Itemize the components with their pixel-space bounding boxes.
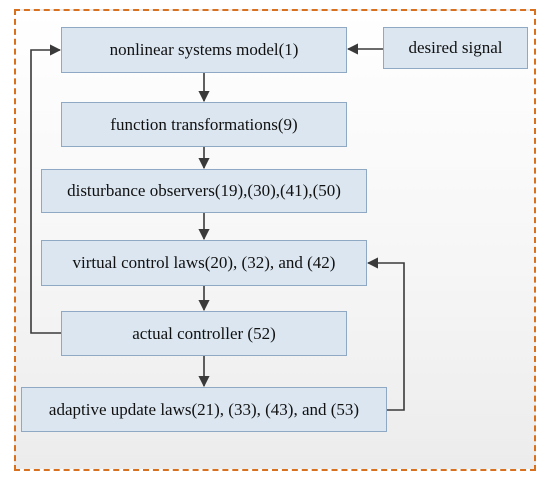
node-label: actual controller (52) xyxy=(132,323,276,343)
edge-adaptive-to-virtual-feedback xyxy=(366,257,405,411)
node-label: virtual control laws(20), (32), and (42) xyxy=(72,253,336,272)
edge-actual-to-model-feedback xyxy=(30,44,62,334)
node-disturbance-observers: disturbance observers(19),(30),(41),(50) xyxy=(41,169,367,213)
node-virtual-control-laws: virtual control laws(20), (32), and (42) xyxy=(41,240,367,286)
node-label: function transformations(9) xyxy=(110,114,298,134)
node-label: disturbance observers(19),(30),(41),(50) xyxy=(67,181,341,200)
node-label: nonlinear systems model(1) xyxy=(109,40,299,59)
node-function-transformations: function transformations(9) xyxy=(61,102,347,147)
node-adaptive-update-laws: adaptive update laws(21), (33), (43), an… xyxy=(21,387,387,432)
node-actual-controller: actual controller (52) xyxy=(61,311,347,356)
node-nonlinear-systems-model: nonlinear systems model(1) xyxy=(61,27,347,73)
node-label: adaptive update laws(21), (33), (43), an… xyxy=(48,399,360,419)
node-desired-signal: desired signal xyxy=(383,27,528,69)
node-label: desired signal xyxy=(408,38,503,57)
